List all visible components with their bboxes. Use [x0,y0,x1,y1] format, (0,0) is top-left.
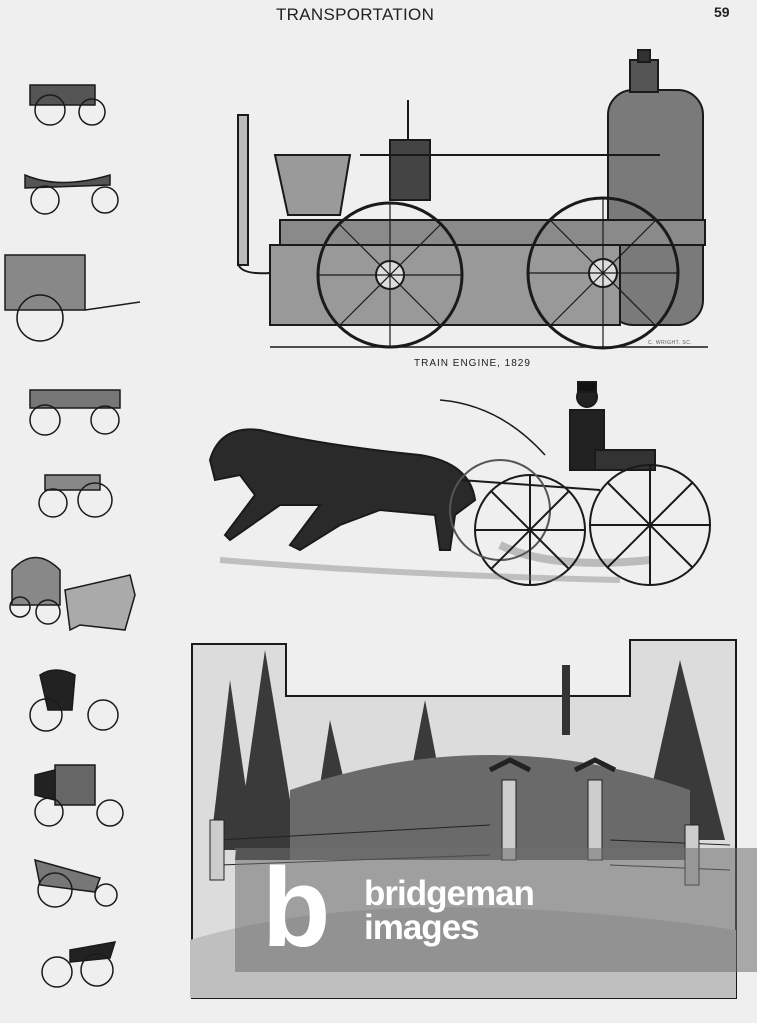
horse-sulky-illustration [208,381,711,586]
page-number: 59 [714,4,730,20]
watermark-line1: bridgeman [364,874,535,913]
watermark-logo: b [262,845,330,970]
watermark-overlay [235,848,757,972]
engraver-signature: C. WRIGHT. SC. [648,340,693,346]
watermark-text: bridgeman images [364,874,535,947]
train-engine-caption: TRAIN ENGINE, 1829 [414,358,531,369]
page-title: TRANSPORTATION [276,5,435,24]
train-engine-illustration [237,49,708,350]
watermark-line2: images [364,908,480,947]
side-carriages-column [4,84,141,988]
